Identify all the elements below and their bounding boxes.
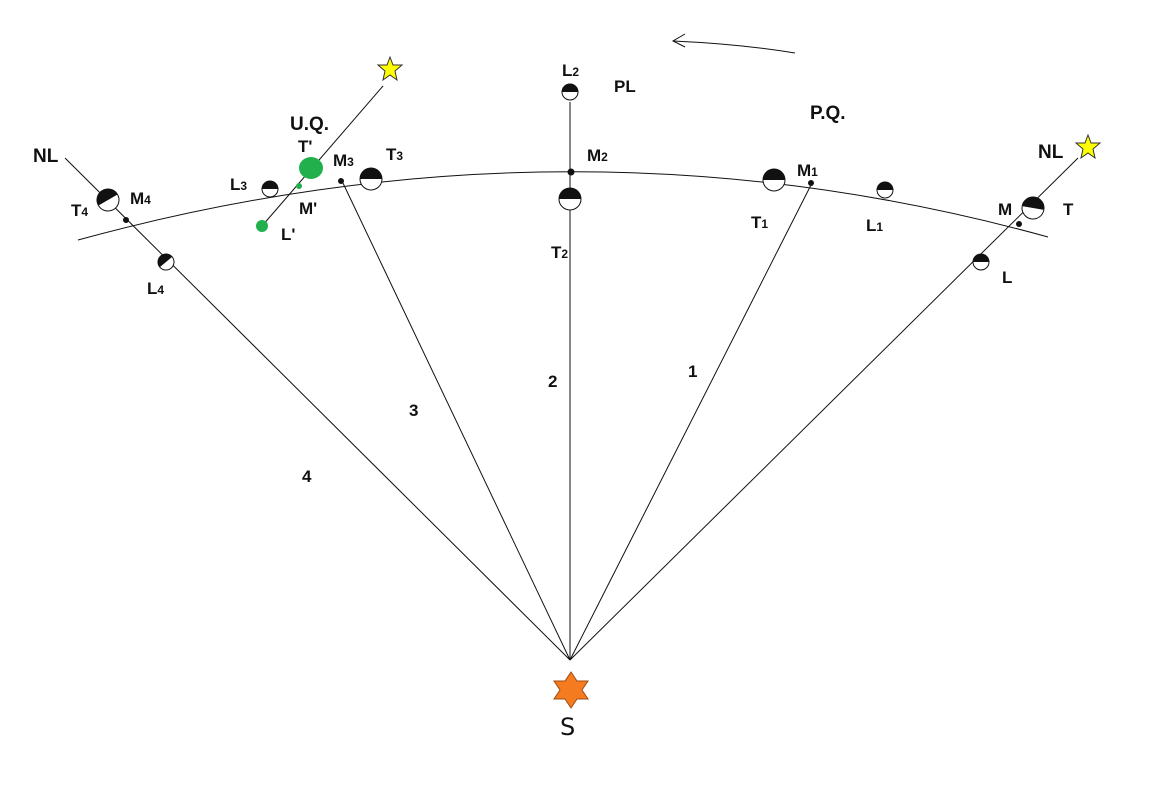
label-t-prime: T' bbox=[298, 137, 312, 156]
star-icon-left bbox=[377, 56, 403, 81]
moon-l3 bbox=[261, 180, 279, 198]
label-m3: M3 bbox=[333, 151, 354, 170]
m1-point bbox=[808, 180, 814, 186]
uq-line bbox=[261, 85, 384, 227]
label-l-prime: L' bbox=[281, 225, 295, 244]
label-l4: L4 bbox=[147, 279, 164, 298]
green-body-m-prime bbox=[296, 183, 302, 189]
m4-point bbox=[123, 217, 129, 223]
label-pl: PL bbox=[614, 77, 636, 96]
label-l1: L1 bbox=[866, 216, 883, 235]
ray-label-3: 3 bbox=[409, 401, 418, 420]
sun-label: S bbox=[560, 713, 575, 741]
direction-arrow bbox=[671, 33, 796, 54]
ray-label-2: 2 bbox=[548, 372, 557, 391]
label-nl-right: NL bbox=[1038, 142, 1064, 163]
moon-l4 bbox=[154, 250, 178, 274]
label-m: M bbox=[998, 200, 1012, 219]
m2-point bbox=[567, 168, 575, 176]
moon-t1 bbox=[762, 168, 786, 192]
label-pq: P.Q. bbox=[810, 103, 846, 124]
m-point bbox=[1016, 221, 1022, 227]
label-m1: M1 bbox=[797, 161, 818, 180]
label-uq: U.Q. bbox=[290, 114, 329, 135]
label-t4: T4 bbox=[71, 201, 88, 220]
sun-icon bbox=[553, 671, 589, 709]
m3-point bbox=[338, 178, 344, 184]
ray-4-line bbox=[64, 157, 571, 661]
label-l2: L2 bbox=[562, 61, 579, 80]
star-icon-right bbox=[1075, 134, 1101, 159]
label-t2: T2 bbox=[551, 243, 568, 262]
green-body-l-prime bbox=[256, 220, 268, 232]
label-t3: T3 bbox=[386, 145, 403, 164]
moon-l1 bbox=[876, 181, 894, 199]
label-t1: T1 bbox=[751, 213, 768, 232]
moon-l bbox=[972, 253, 990, 271]
moon-t bbox=[1019, 194, 1047, 222]
green-body-t-prime bbox=[299, 157, 323, 179]
label-l3: L3 bbox=[230, 175, 247, 194]
ray-label-1: 1 bbox=[688, 362, 697, 381]
label-m-prime: M' bbox=[299, 199, 317, 218]
earth-orbit-arc bbox=[77, 171, 1049, 241]
moon-l2 bbox=[561, 83, 579, 101]
moon-t2 bbox=[558, 187, 582, 211]
label-l: L bbox=[1002, 268, 1012, 287]
label-m4: M4 bbox=[130, 189, 151, 208]
ray-label-4: 4 bbox=[302, 467, 312, 486]
label-nl-left: NL bbox=[33, 146, 59, 167]
label-t: T bbox=[1063, 200, 1074, 219]
ray-0-line bbox=[569, 157, 1079, 661]
ray-1-line bbox=[569, 182, 813, 661]
moon-t3 bbox=[359, 167, 383, 191]
ray-3-line bbox=[341, 180, 571, 661]
label-m2: M2 bbox=[587, 146, 608, 165]
